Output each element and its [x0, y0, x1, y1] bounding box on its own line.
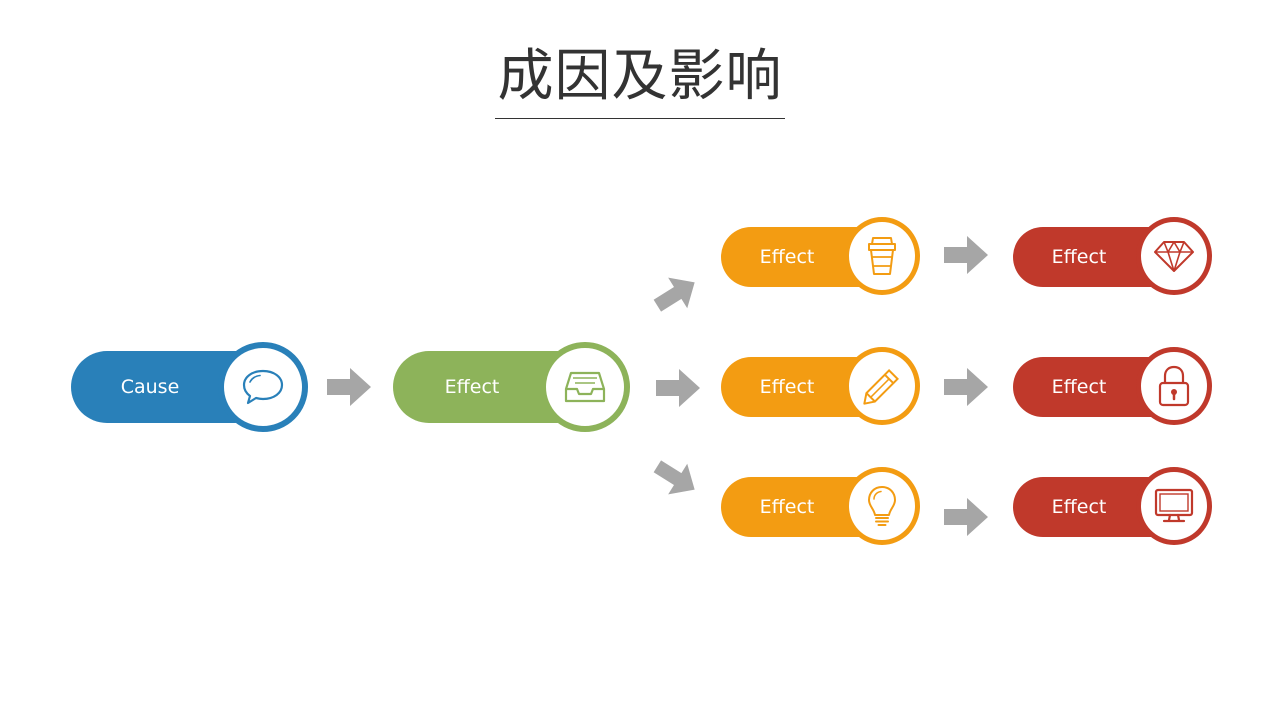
speech-bubble-icon — [242, 369, 284, 405]
page-title: 成因及影响 — [497, 44, 783, 109]
arrow-branch-middle — [656, 369, 700, 407]
effect-icon-circle-level2-top — [844, 217, 920, 295]
monitor-icon — [1154, 488, 1194, 523]
effect-icon-circle-level3-bottom — [1136, 467, 1212, 545]
effect-icon-circle-level2-middle — [844, 347, 920, 425]
lightbulb-icon — [868, 486, 896, 526]
arrow-branch-up — [653, 277, 695, 312]
effect-label-level1: Effect — [444, 376, 500, 398]
inbox-tray-icon — [564, 371, 606, 403]
arrow-cause-to-effect — [327, 368, 371, 406]
arrow-to-level3-middle — [944, 368, 988, 406]
effect-icon-circle-level2-bottom — [844, 467, 920, 545]
effect-label-level2-top: Effect — [759, 246, 815, 268]
pencil-icon — [863, 369, 899, 405]
effect-label-level3-top: Effect — [1051, 246, 1107, 268]
effect-label-level2-middle: Effect — [759, 376, 815, 398]
effect-label-level3-bottom: Effect — [1051, 496, 1107, 518]
effect-icon-circle-level3-top — [1136, 217, 1212, 295]
effect-label-level3-middle: Effect — [1051, 376, 1107, 398]
cause-label: Cause — [120, 376, 180, 398]
diamond-icon — [1154, 241, 1194, 272]
arrow-to-level3-top — [944, 236, 988, 274]
effect-icon-circle-level3-middle — [1136, 347, 1212, 425]
effect-icon-circle-level1 — [540, 342, 630, 432]
arrow-to-level3-bottom — [944, 498, 988, 536]
title-underline — [495, 118, 785, 119]
padlock-icon — [1158, 365, 1190, 407]
arrow-branch-down — [653, 460, 695, 495]
effect-label-level2-bottom: Effect — [759, 496, 815, 518]
cause-icon-circle — [218, 342, 308, 432]
coffee-cup-icon — [868, 237, 896, 275]
